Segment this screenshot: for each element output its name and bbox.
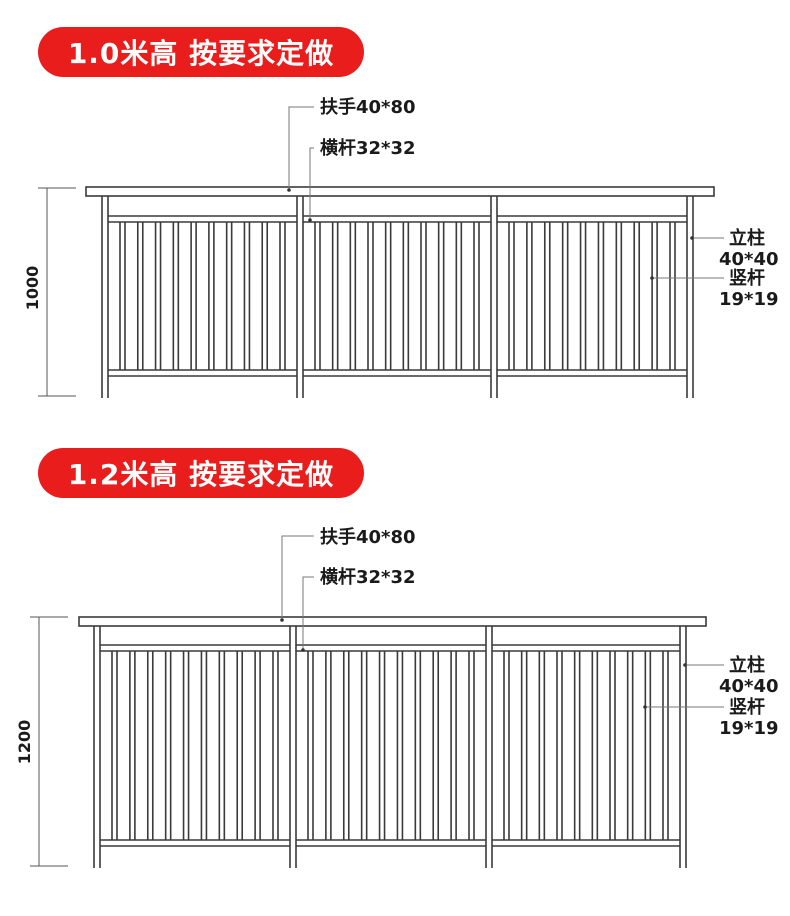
- crossbar-label-1: 横杆32*32: [320, 137, 416, 159]
- crossbar-label-2: 横杆32*32: [320, 566, 416, 588]
- handrail: [85, 186, 715, 197]
- railing-diagram-1: 1000 扶手40*80 横杆32*32 立柱 40*40 竖杆 19*19: [23, 96, 779, 398]
- baluster-size-label-2: 19*19: [719, 718, 779, 739]
- railing-1-structure: [85, 186, 715, 398]
- crossbar-leader-1: [308, 147, 314, 222]
- baluster-leader-1: [650, 276, 724, 280]
- post-size-label-1: 40*40: [719, 249, 779, 270]
- handrail: [78, 616, 707, 627]
- handrail-leader-1: [287, 106, 314, 192]
- handrail-label-1: 扶手40*80: [320, 96, 416, 118]
- baluster-size-label-1: 19*19: [719, 289, 779, 310]
- height-dimension-2: [30, 616, 68, 867]
- post-label-2: 立柱: [729, 654, 765, 676]
- baluster-leader-2: [643, 705, 724, 709]
- crossbar-leader-2: [301, 576, 314, 652]
- height-label-1: 1000: [23, 266, 42, 311]
- height-dimension-1: [38, 187, 76, 397]
- handrail-leader-2: [280, 535, 314, 622]
- post-size-label-2: 40*40: [719, 676, 779, 697]
- handrail-label-2: 扶手40*80: [320, 526, 416, 548]
- baluster-label-1: 竖杆: [729, 267, 765, 289]
- post-leader-2: [683, 663, 724, 667]
- post-leader-1: [690, 236, 724, 240]
- height-label-2: 1200: [15, 720, 34, 765]
- railing-diagram-2: 1200 扶手40*80 横杆32*32 立柱 40*40 竖杆 19*19: [15, 526, 779, 868]
- section-2-title-badge: 1.2米高 按要求定做: [38, 448, 364, 498]
- baluster-label-2: 竖杆: [729, 696, 765, 718]
- railing-2-structure: [78, 616, 707, 868]
- post-label-1: 立柱: [729, 227, 765, 249]
- section-1-title-badge: 1.0米高 按要求定做: [38, 27, 364, 77]
